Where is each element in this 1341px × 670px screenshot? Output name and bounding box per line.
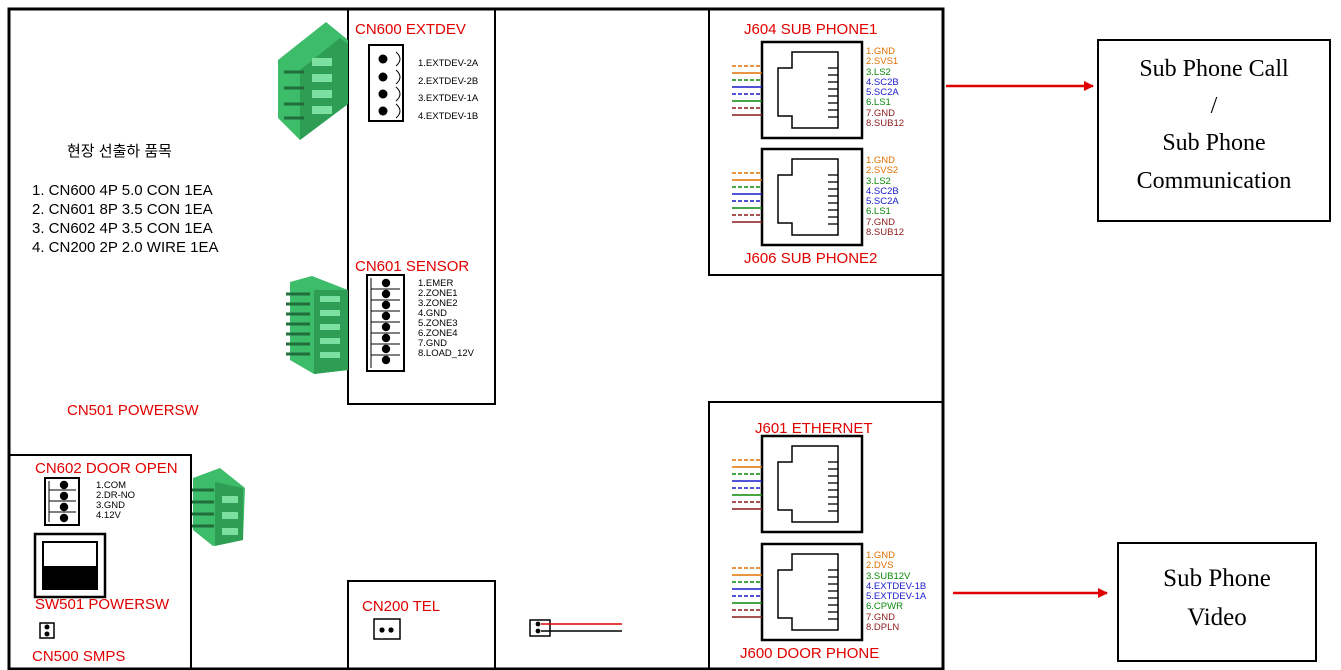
- rj45-jack-j604: [732, 40, 864, 140]
- rj45-jack-j606: [732, 147, 864, 247]
- green-terminal-block-8p: [286, 276, 348, 374]
- pin-label: 7.GND: [866, 107, 896, 119]
- cn602-title: CN602 DOOR OPEN: [35, 460, 178, 477]
- pin-label: 4.EXTDEV-1B: [866, 580, 927, 592]
- pin-label: 3.SUB12V: [866, 570, 911, 582]
- pin-label: 5.ZONE3: [418, 318, 458, 330]
- cn200-box: [347, 580, 496, 670]
- green-terminal-block-4p: [278, 22, 348, 140]
- sub-phone-box: [708, 8, 944, 276]
- pin-label: 8.LOAD_12V: [418, 348, 474, 360]
- callout-line: Sub Phone Call: [1139, 56, 1289, 82]
- pin-label: 1.GND: [866, 550, 896, 561]
- callout-line: /: [1210, 93, 1218, 120]
- pin-label: 6.ZONE4: [418, 328, 458, 340]
- pin-label: 3.GND: [96, 500, 126, 512]
- shipment-note-title: 현장 선출하 품목: [67, 143, 172, 160]
- list-item: 4. CN200 2P 2.0 WIRE 1EA: [32, 239, 219, 257]
- callout-line: Video: [1187, 603, 1247, 631]
- pin-label: 6.LS1: [866, 97, 891, 109]
- sw501-title: SW501 POWERSW: [35, 596, 170, 613]
- pin-label: 1.COM: [96, 480, 127, 491]
- cn200-title: CN200 TEL: [362, 598, 441, 615]
- cn602-pin-list: 1.COM 2.DR-NO 3.GND 4.12V: [96, 480, 136, 522]
- pin-label: 1.EMER: [418, 278, 454, 289]
- pin-label: 2.EXTDEV-2B: [418, 75, 479, 87]
- pin-label: 3.ZONE2: [418, 298, 458, 310]
- rj45-jack-j600: [732, 542, 864, 642]
- pin-label: 2.ZONE1: [418, 288, 458, 300]
- callout-line: Communication: [1136, 167, 1292, 194]
- cn601-title: CN601 SENSOR: [355, 258, 470, 275]
- list-item: 1. CN600 4P 5.0 CON 1EA: [32, 182, 213, 199]
- cn501-title: CN501 POWERSW: [67, 402, 199, 419]
- pin-label: 3.LS2: [866, 66, 891, 78]
- pin-label: 1.EXTDEV-2A: [418, 58, 479, 69]
- pin-label: 4.SC2B: [866, 185, 899, 197]
- callout-sub-phone-video: Sub Phone Video: [1117, 542, 1317, 662]
- pin-label: 8.DPLN: [866, 621, 900, 633]
- shipment-note-list: 1. CN600 4P 5.0 CON 1EA 2. CN601 8P 3.5 …: [32, 181, 218, 257]
- pin-label: 7.GND: [866, 611, 896, 623]
- j604-title: J604 SUB PHONE1: [744, 21, 878, 38]
- pin-label: 4.12V: [96, 510, 121, 522]
- callout-sub-phone-call: Sub Phone Call / Sub Phone Communication: [1097, 39, 1331, 222]
- cn601-pin-list: 1.EMER 2.ZONE1 3.ZONE2 4.GND 5.ZONE3 6.Z…: [418, 278, 474, 360]
- cn500-title: CN500 SMPS: [32, 648, 126, 665]
- callout-line: Sub Phone: [1163, 565, 1271, 592]
- pin-label: 5.SC2A: [866, 87, 899, 98]
- pin-label: 8.SUB12: [866, 226, 905, 238]
- pin-label: 4.SC2B: [866, 76, 899, 88]
- list-item: 2. CN601 8P 3.5 CON 1EA: [32, 201, 213, 219]
- rj45-jack-j601: [732, 434, 864, 534]
- j606-title: J606 SUB PHONE2: [744, 250, 878, 267]
- list-item: 3. CN602 4P 3.5 CON 1EA: [32, 220, 213, 238]
- cn600-pin-list: 1.EXTDEV-2A 2.EXTDEV-2B 3.EXTDEV-1A 4.EX…: [418, 55, 478, 125]
- door-phone-box: [708, 401, 944, 670]
- pin-label: 5.EXTDEV-1A: [866, 591, 927, 602]
- green-terminal-block-4p-small: [192, 468, 245, 546]
- pin-label: 7.GND: [866, 216, 896, 228]
- pin-label: 4.GND: [418, 308, 448, 320]
- sw501-switch-body: [33, 532, 107, 599]
- cn600-title: CN600 EXTDEV: [355, 21, 466, 38]
- pin-label: 6.CPWR: [866, 601, 903, 613]
- pin-label: 3.EXTDEV-1A: [418, 93, 479, 105]
- pin-label: 4.EXTDEV-1B: [418, 110, 479, 122]
- pin-label: 8.SUB12: [866, 117, 905, 129]
- pin-label: 7.GND: [418, 338, 448, 350]
- j601-title: J601 ETHERNET: [755, 420, 873, 437]
- j600-title: J600 DOOR PHONE: [740, 645, 880, 662]
- pin-label: 2.DR-NO: [96, 490, 136, 502]
- pin-label: 1.GND: [866, 46, 896, 57]
- pin-label: 3.LS2: [866, 175, 891, 187]
- pin-label: 2.SVS1: [866, 56, 899, 68]
- pin-label: 6.LS1: [866, 206, 891, 218]
- pin-label: 2.DVS: [866, 560, 894, 572]
- pin-label: 1.GND: [866, 155, 896, 166]
- pin-label: 5.SC2A: [866, 196, 899, 207]
- pin-label: 2.SVS2: [866, 165, 899, 177]
- door-open-box: [8, 454, 192, 670]
- callout-line: Sub Phone: [1162, 130, 1266, 157]
